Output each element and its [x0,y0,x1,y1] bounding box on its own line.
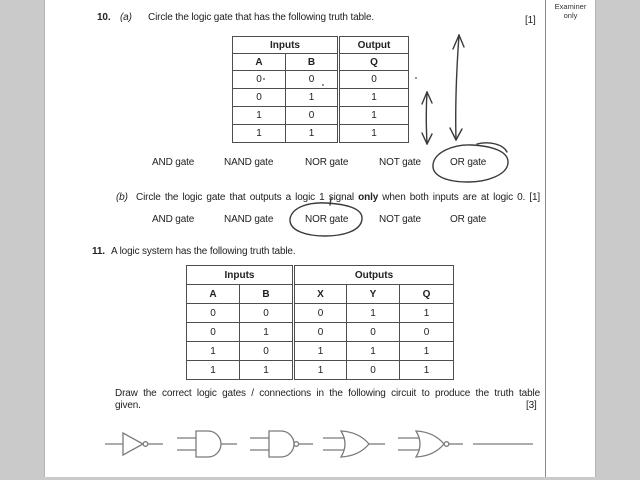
table-cell: 1 [232,106,286,125]
table-cell: 1 [232,124,286,143]
column-header-b: B [285,53,339,71]
option-nand-gate: NAND gate [224,214,274,225]
table-cell: 1 [337,106,409,125]
table-cell: 1 [337,124,409,143]
option-nor-gate: NOR gate [305,214,349,225]
or-gate-symbol [323,430,385,458]
examiner-column-divider [545,0,546,477]
table-cell: 0 [398,322,455,342]
nand-gate-symbol [250,430,313,458]
double-arrow-annotations [421,34,465,145]
option-and-gate: AND gate [152,214,195,225]
truth-table-q11: Inputs Outputs A B X Y Q 0 0 0 1 1 0 1 0… [186,265,455,380]
table-cell: 1 [186,341,240,361]
option-not-gate: NOT gate [379,157,421,168]
option-or-gate: OR gate [450,157,487,168]
q10b-label: (b) [116,192,128,203]
scan-bottom-edge [0,477,640,480]
table-cell: 1 [398,360,455,380]
q10b-bold-word: only [358,192,379,203]
examiner-label-line2: only [563,11,578,20]
pencil-dot-annotation [263,78,265,80]
not-gate-symbol [105,431,163,457]
column-header-q: Q [337,53,409,71]
column-header-a: A [186,284,240,304]
q11-intro-text: A logic system has the following truth t… [111,246,296,257]
table-cell: 0 [346,322,400,342]
table-cell: 1 [285,124,339,143]
q10-number: 10. [97,12,111,23]
table-cell: 1 [337,88,409,107]
table-cell: 0 [186,322,240,342]
option-nor-gate: NOR gate [305,157,349,168]
table-header-outputs: Outputs [291,265,455,285]
table-cell: 1 [398,303,455,323]
table-header-inputs: Inputs [186,265,294,285]
table-cell: 0 [285,70,339,89]
q10b-text-before: Circle the logic gate that outputs a log… [136,192,354,203]
circled-or-gate-annotation [432,142,509,183]
circled-nor-gate-annotation [289,197,363,237]
column-header-x: X [292,284,347,304]
table-header-output: Output [337,36,409,54]
examiner-only-label: Examiner only [546,2,595,20]
table-cell: 1 [285,88,339,107]
table-cell: 0 [346,360,400,380]
examiner-label-line1: Examiner [554,2,587,11]
option-or-gate: OR gate [450,214,487,225]
q10b-marks: [1] [529,192,540,203]
table-cell: 1 [186,360,240,380]
table-cell: 0 [337,70,409,89]
q10a-marks: [1] [525,15,536,26]
q10b-question-text: Circle the logic gate that outputs a log… [136,192,540,203]
table-cell: 1 [398,341,455,361]
column-header-y: Y [346,284,400,304]
option-and-gate: AND gate [152,157,195,168]
table-cell: 1 [292,341,347,361]
q10b-text-after: when both inputs are at logic 0. [382,192,526,203]
truth-table-q10: Inputs Output A B Q 0 0 0 0 1 1 1 0 1 1 … [232,36,409,143]
table-cell: 0 [239,303,294,323]
table-cell: 1 [346,341,400,361]
column-header-q: Q [398,284,455,304]
pencil-dot-annotation [415,77,417,79]
table-header-inputs: Inputs [232,36,339,54]
table-cell: 0 [292,303,347,323]
table-cell: 0 [186,303,240,323]
table-cell: 0 [232,70,286,89]
long-double-arrow-annotation [449,34,465,141]
option-not-gate: NOT gate [379,214,421,225]
table-cell: 1 [346,303,400,323]
column-header-a: A [232,53,286,71]
table-cell: 1 [239,360,294,380]
option-nand-gate: NAND gate [224,157,274,168]
q11-draw-instruction-line1: Draw the correct logic gates / connectio… [115,388,540,399]
table-cell: 0 [239,341,294,361]
q10a-label: (a) [120,12,132,23]
and-gate-symbol [177,430,237,458]
short-double-arrow-annotation [421,91,433,145]
q10a-question-text: Circle the logic gate that has the follo… [148,12,375,23]
table-cell: 1 [292,360,347,380]
nor-gate-symbol [398,430,463,458]
q11-marks: [3] [526,400,537,411]
table-cell: 1 [239,322,294,342]
table-cell: 0 [232,88,286,107]
pencil-dot-annotation [322,84,324,86]
column-header-b: B [239,284,294,304]
table-cell: 0 [292,322,347,342]
gate-symbols-row [105,430,533,458]
q11-number: 11. [92,246,105,257]
q11-draw-instruction-line2: given. [115,400,141,411]
table-cell: 0 [285,106,339,125]
